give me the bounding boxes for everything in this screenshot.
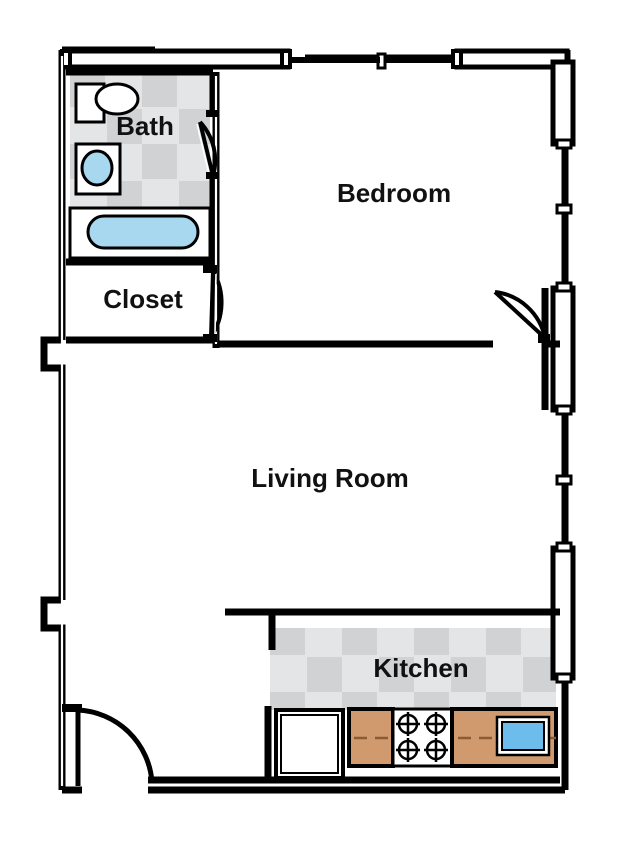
window-mullion-right — [555, 203, 573, 215]
room-label-closet: Closet — [103, 284, 183, 314]
bath-fixtures — [68, 82, 212, 260]
window-top-left — [60, 48, 292, 70]
sink-basin — [80, 149, 114, 187]
room-label-living-room: Living Room — [251, 463, 408, 493]
doors — [62, 110, 550, 786]
windows — [60, 48, 576, 684]
bedroom-door — [493, 290, 550, 343]
bathtub — [86, 214, 200, 250]
kitchen-fixtures — [274, 707, 558, 780]
room-label-kitchen: Kitchen — [373, 653, 468, 683]
entry-door — [62, 704, 155, 786]
refrigerator-inner — [280, 714, 339, 774]
bath-door — [196, 110, 218, 179]
window-right-upper — [550, 59, 576, 150]
closet-door — [203, 265, 224, 342]
room-label-bedroom: Bedroom — [337, 178, 451, 208]
kitchen-sink — [501, 721, 545, 751]
room-labels: Bath Bedroom Closet Living Room Kitchen — [103, 111, 468, 683]
window-mullion-right-2 — [555, 474, 573, 486]
window-right-middle — [550, 281, 576, 416]
stove-burners — [396, 712, 448, 762]
kitchen-tile-floor — [270, 628, 556, 710]
room-label-bath: Bath — [116, 111, 174, 141]
window-top-right — [451, 48, 570, 70]
toilet-bowl — [94, 82, 140, 116]
